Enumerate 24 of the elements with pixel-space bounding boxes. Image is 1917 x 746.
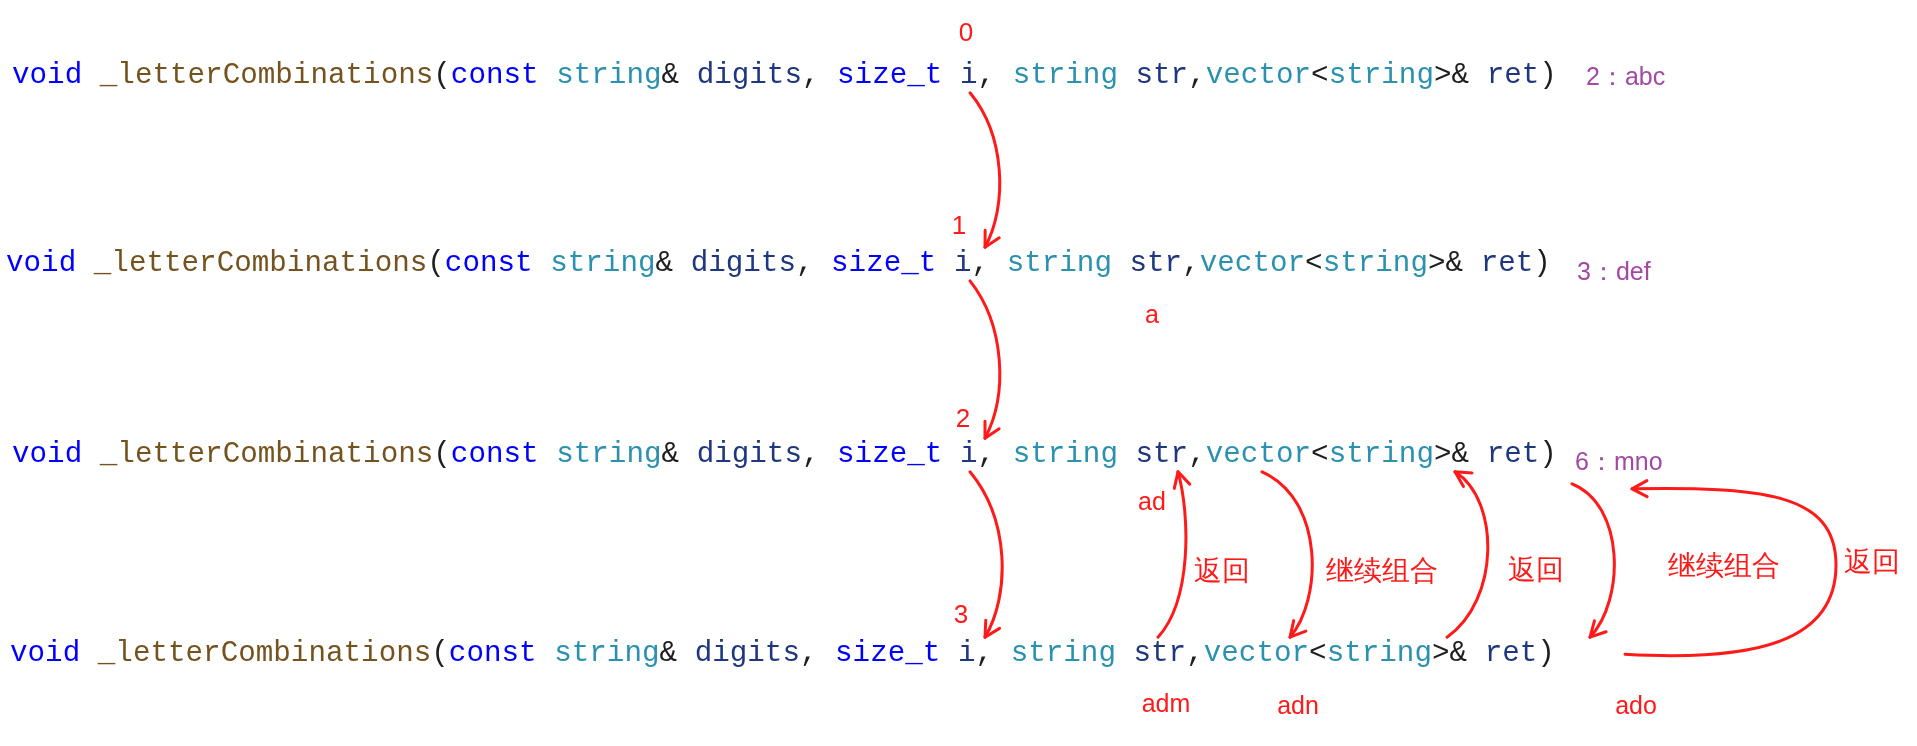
curved-arrow — [1156, 470, 1191, 639]
index-number: 3 — [953, 600, 969, 630]
string-value-label: adn — [1277, 690, 1319, 720]
curved-arrow — [968, 470, 1004, 639]
code-line: void _letterCombinations(const string& digits, size_t i, string str,vector<string>& ret) — [10, 637, 1555, 671]
string-value-label: ad — [1138, 486, 1166, 516]
curved-arrow — [1623, 479, 1838, 657]
code-line: void _letterCombinations(const string& digits, size_t i, string str,vector<string>& ret) — [12, 438, 1557, 472]
index-number: 2 — [955, 404, 971, 434]
string-value-label: adm — [1141, 688, 1191, 718]
index-number: 1 — [951, 211, 967, 241]
digit-letters-note: 2：abc — [1586, 61, 1666, 91]
curved-arrow — [968, 91, 1002, 249]
code-line: void _letterCombinations(const string& digits, size_t i, string str,vector<string>& ret) — [6, 247, 1551, 281]
string-value-label: a — [1145, 299, 1159, 329]
curved-arrow — [1445, 470, 1490, 639]
string-value-label: ado — [1615, 690, 1657, 720]
curved-arrow — [968, 279, 1002, 440]
digit-letters-note: 3：def — [1577, 256, 1651, 286]
code-line: void _letterCombinations(const string& digits, size_t i, string str,vector<string>& ret) — [12, 59, 1557, 93]
digit-letters-note: 6：mno — [1575, 446, 1663, 476]
curved-arrow — [1260, 470, 1314, 639]
index-number: 0 — [958, 18, 974, 48]
curved-arrow — [1570, 482, 1616, 639]
